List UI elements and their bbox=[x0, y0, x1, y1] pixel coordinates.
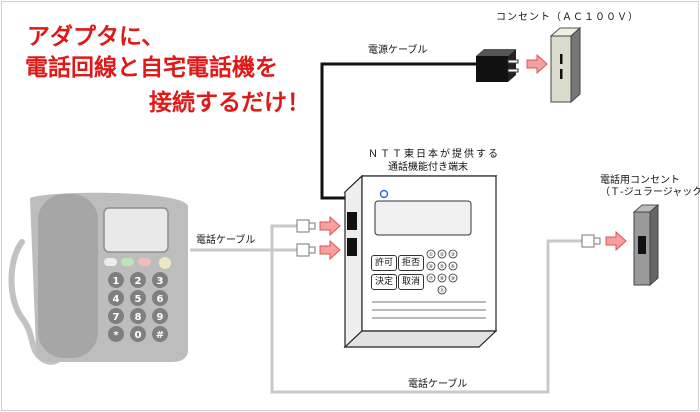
phone-key: # bbox=[156, 330, 164, 341]
phone-key: 7 bbox=[113, 312, 120, 323]
terminal-key: ③ bbox=[451, 252, 455, 258]
phone-cable-label-bottom: 電話ケーブル bbox=[408, 379, 468, 390]
phone-key: 3 bbox=[157, 276, 164, 287]
phone-cable-label-left: 電話ケーブル bbox=[196, 235, 256, 246]
power-cable-label: 電源ケーブル bbox=[368, 45, 428, 56]
terminal-label-line-2: 通話機能付き端末 bbox=[388, 162, 468, 173]
headline-line-2: 電話回線と自宅電話機を bbox=[25, 55, 278, 81]
terminal-confirm-button: 決定 bbox=[371, 274, 397, 290]
modular-jack-label-line-1: 電話用コンセント bbox=[600, 175, 680, 186]
terminal-label-line-1: ＮＴＴ東日本が提供する bbox=[368, 149, 500, 160]
terminal-key: ⑧ bbox=[440, 276, 445, 282]
phone-key: 9 bbox=[157, 312, 164, 323]
handset bbox=[38, 194, 98, 358]
terminal-key: ① bbox=[429, 252, 434, 258]
phone-key: 0 bbox=[135, 330, 142, 341]
power-cable bbox=[320, 62, 488, 200]
phone-key: 2 bbox=[135, 276, 142, 287]
terminal-key: ④ bbox=[429, 264, 434, 270]
terminal-key: ⑤ bbox=[440, 264, 444, 270]
terminal-key: ② bbox=[440, 252, 445, 258]
power-icon bbox=[379, 189, 389, 199]
terminal-deny-button: 拒否 bbox=[398, 255, 424, 271]
headline-line-1: アダプタに、 bbox=[27, 24, 165, 50]
terminal-allow-button: 許可 bbox=[371, 255, 397, 271]
modular-jack-label-line-2: （Ｔ-ジュラージャック） bbox=[600, 187, 700, 198]
phone-key: 1 bbox=[113, 276, 120, 287]
wall-outlet bbox=[549, 26, 582, 104]
terminal-key: ⓪ bbox=[439, 287, 444, 294]
headline-line-3: 接続するだけ！ bbox=[149, 90, 310, 116]
phone-lines bbox=[190, 224, 588, 394]
terminal-clear-button: 取消 bbox=[398, 274, 424, 290]
arrow-right-icon bbox=[605, 230, 627, 252]
outlet-label: コンセント（ＡＣ１００Ｖ） bbox=[496, 12, 639, 23]
arrow-right-icon bbox=[319, 239, 341, 261]
arrow-right-icon bbox=[319, 215, 341, 237]
terminal-key: ⑨ bbox=[451, 276, 455, 282]
phone-key: 6 bbox=[157, 294, 164, 305]
phone-key: 4 bbox=[113, 294, 120, 305]
terminal-key: ⑦ bbox=[429, 276, 434, 282]
arrow-right-icon bbox=[526, 53, 548, 75]
ntt-terminal: ① ② ③ ④ ⑤ ⑥ ⑦ ⑧ ⑨ ⓪ bbox=[343, 174, 498, 349]
phone-key: 5 bbox=[135, 294, 142, 305]
terminal-connectors bbox=[296, 215, 341, 261]
modular-jack bbox=[581, 203, 660, 287]
terminal-screen bbox=[374, 200, 472, 236]
phone-display bbox=[103, 207, 169, 253]
phone-key: * bbox=[113, 330, 119, 341]
phone-key: 8 bbox=[135, 312, 142, 323]
power-adapter bbox=[476, 49, 519, 82]
terminal-key: ⑥ bbox=[451, 264, 456, 270]
home-telephone: 1 2 3 4 5 6 7 8 9 * 0 # bbox=[8, 192, 188, 365]
